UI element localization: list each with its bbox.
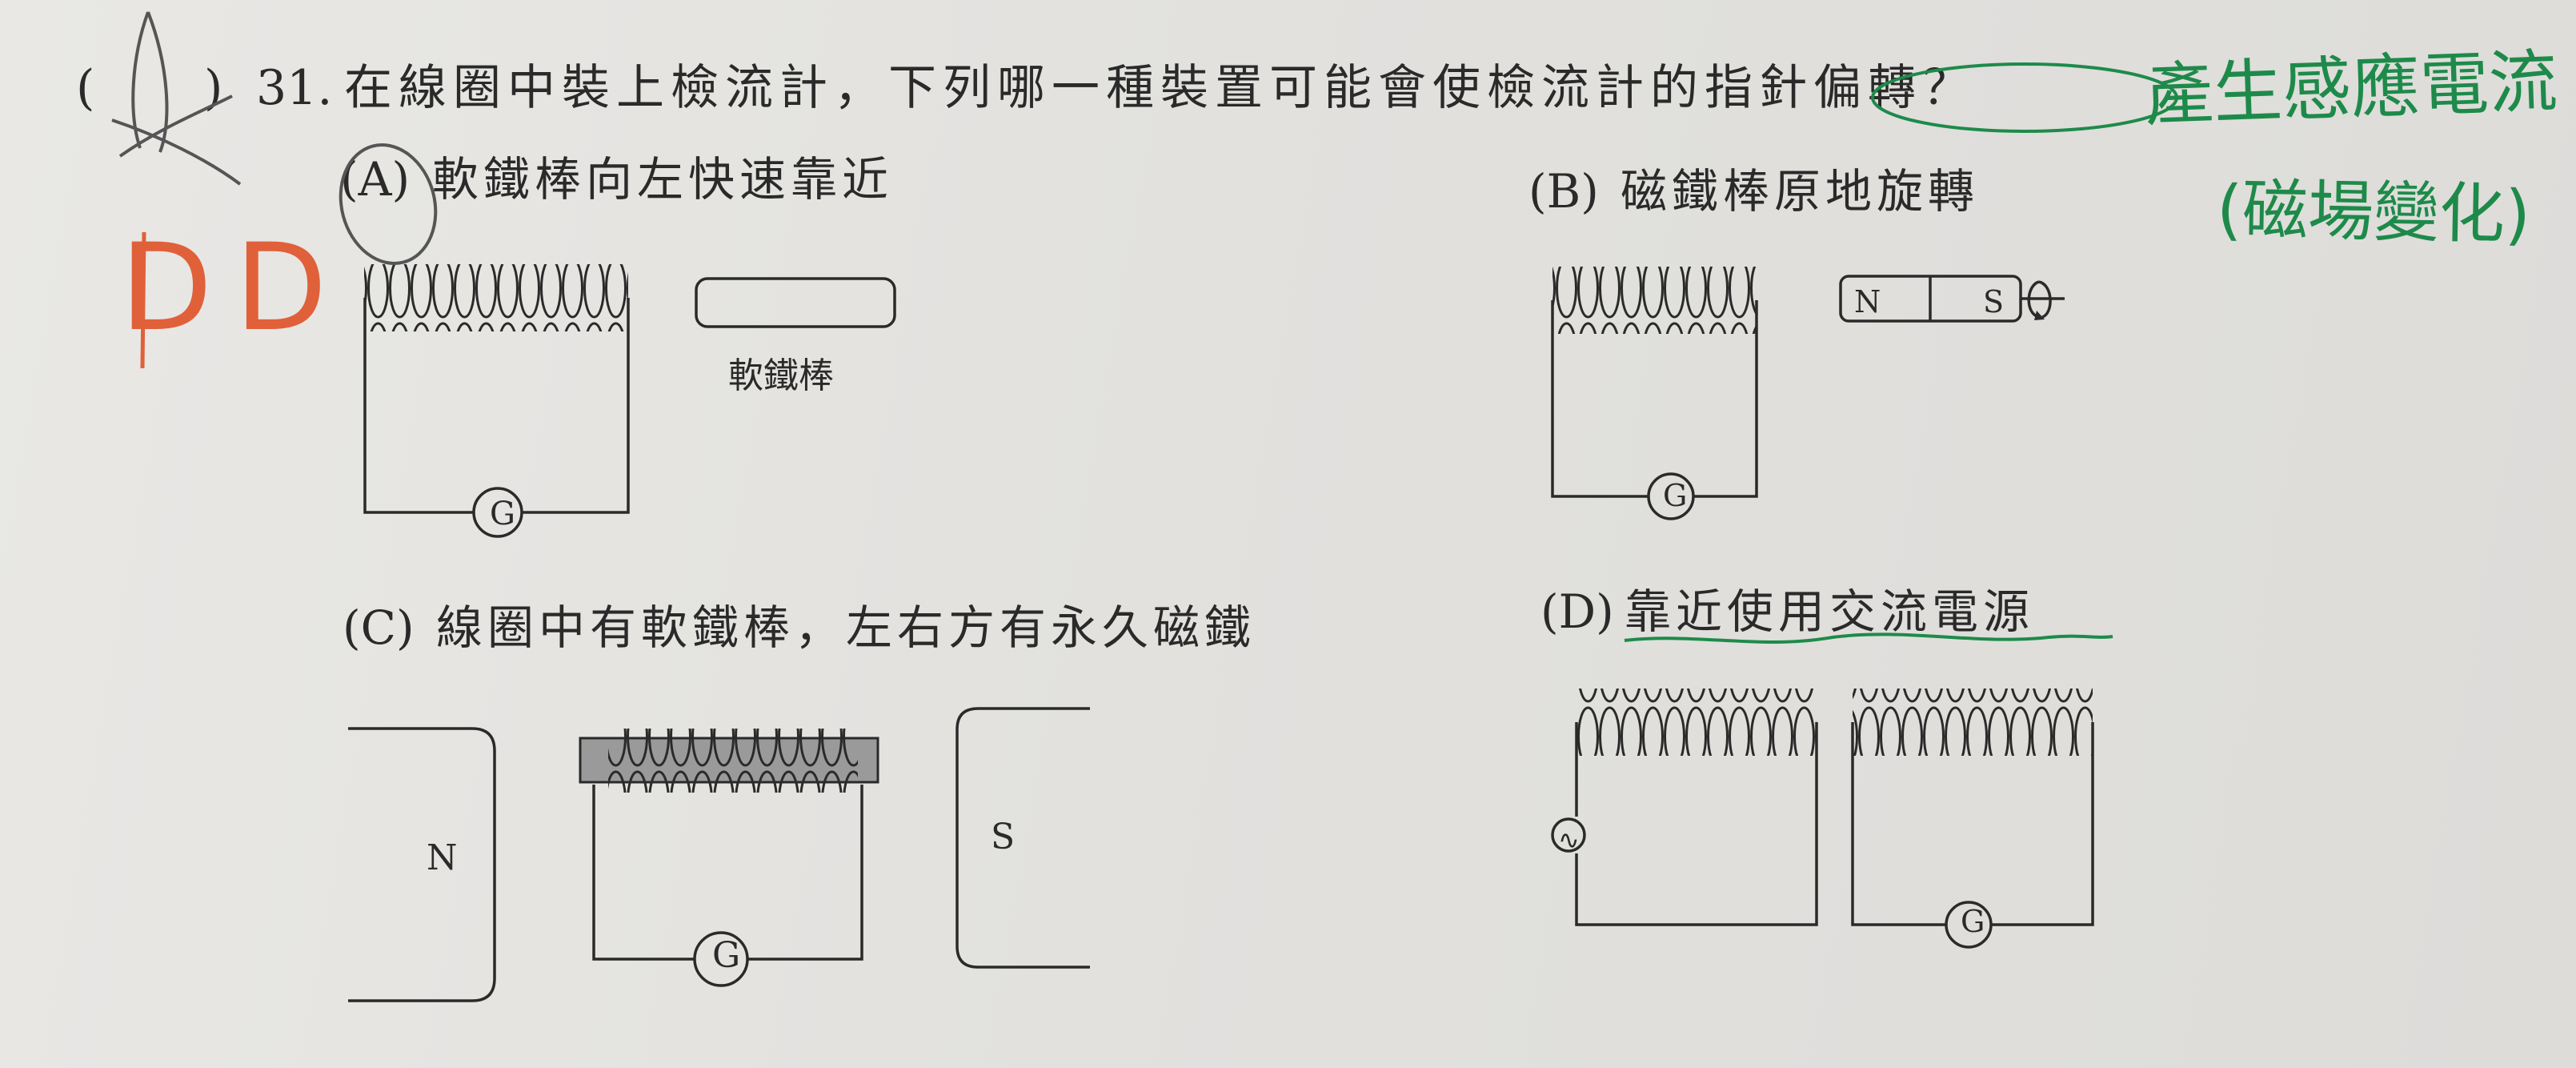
galvanometer-a [472,487,523,538]
coil-b [1552,267,1757,334]
coil-d-primary [1576,689,1817,756]
galvanometer-c [693,931,749,987]
meter-c-label: G [712,935,741,976]
circuit-d-primary [1551,689,1818,926]
coil-c [608,729,858,793]
option-b-label: (B) [1528,164,1599,219]
ac-source-d [1551,817,1586,853]
soft-iron-bar-label: 軟鐵棒 [728,355,834,396]
handwritten-answer: D D [120,219,327,358]
meter-b-label: G [1663,478,1688,513]
option-b-text: 磁鐵棒原地旋轉 [1621,164,1980,219]
horseshoe-magnet-n [348,727,496,1002]
option-a-label: (A) [340,152,411,207]
option-d-text: 靠近使用交流電源 [1625,584,2035,639]
bar-magnet-b [1839,275,2065,323]
coil-a [364,264,628,331]
red-pen-marks [140,231,146,369]
magnet-b-s-label: S [1983,284,2005,319]
option-a-text: 軟鐵棒向左快速靠近 [432,152,894,207]
option-d-label: (D) [1540,584,1614,639]
horseshoe-magnet-s [955,707,1090,969]
option-c-label: (C) [343,600,415,655]
question-paren-open: ( [76,60,102,116]
underline-option-d [1624,632,2113,644]
circled-phrase [1871,62,2178,133]
option-c-text: 線圈中有軟鐵棒，左右方有永久磁鐵 [436,600,1256,655]
pencil-scribble [111,11,438,265]
circuit-c [348,707,1090,1002]
green-pen-marks [1624,62,2178,644]
circuit-d-secondary [1851,689,2094,949]
coil-d-secondary [1853,689,2093,756]
meter-a-label: G [490,496,515,532]
meter-d-label: G [1961,904,1985,939]
pole-c-s-label: S [991,817,1016,857]
galvanometer-d [1945,901,1993,949]
question-number: 31. [256,60,333,116]
magnet-b-n-label: N [1854,284,1881,319]
question-paren-close: ) [204,60,230,116]
circuit-b [1551,267,1758,520]
galvanometer-b [1647,472,1695,520]
question-text: 在線圈中裝上檢流計，下列哪一種裝置可能會使檢流計的指針偏轉？ [344,60,1977,116]
circuit-a [363,264,630,538]
pole-c-n-label: N [427,837,458,878]
soft-iron-bar-a [695,277,896,328]
